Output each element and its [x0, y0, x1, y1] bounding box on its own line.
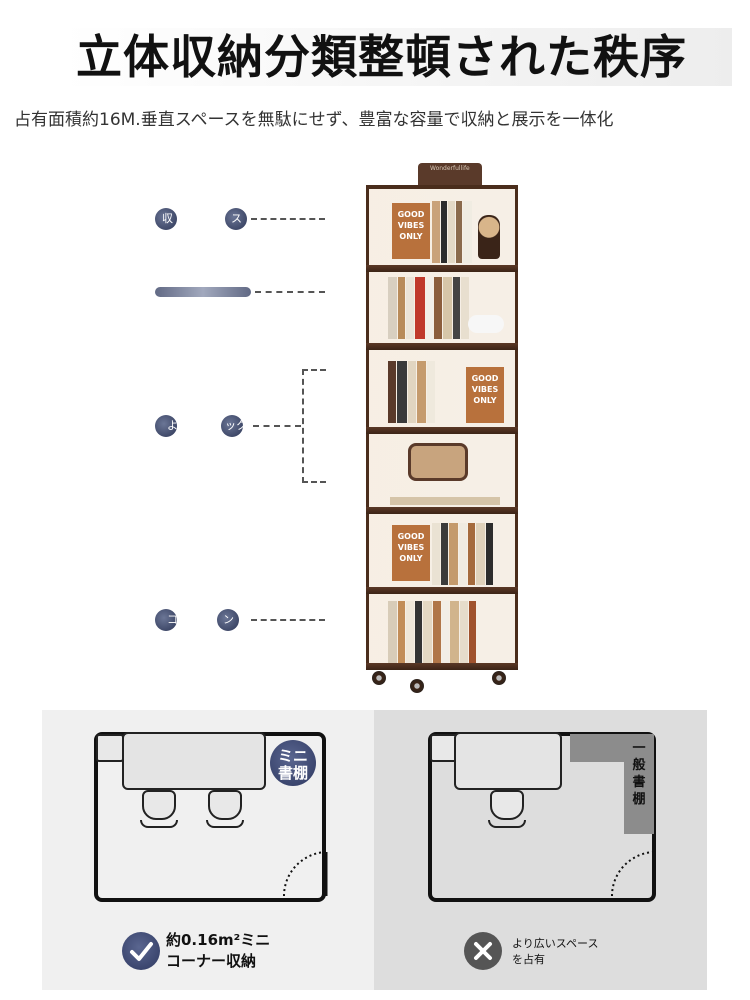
shelf-board — [366, 663, 518, 670]
caster-wheel-icon — [492, 671, 506, 685]
callout-dot-icon — [217, 609, 239, 631]
figurine — [478, 215, 500, 259]
door-swing — [282, 851, 328, 897]
callout-3-bracket-bottom — [302, 481, 326, 483]
caster-wheel-icon — [410, 679, 424, 693]
page-title: 立体収納分類整頓された秩序 — [76, 30, 687, 84]
callout-1-left-text: 収 — [162, 212, 173, 225]
callout-2-bar — [155, 287, 251, 297]
shelf-board — [366, 427, 518, 434]
standard-shelf-label: 一般書棚 — [632, 741, 646, 807]
callout-dot-icon — [225, 208, 247, 230]
book-row — [388, 361, 435, 423]
title-background — [62, 28, 732, 86]
basket-label: Wonderfullife — [430, 165, 470, 172]
x-icon — [464, 932, 502, 970]
callout-dot-icon — [155, 208, 177, 230]
chair — [488, 790, 526, 830]
cloud-decor — [468, 315, 504, 333]
top-basket: Wonderfullife — [418, 163, 482, 189]
callout-2-leader-line — [255, 291, 325, 293]
left-caption-line-1: 約0.16m²ミニ — [166, 931, 271, 949]
page-subtitle: 占有面積約16M.垂直スペースを無駄にせず、豊富な容量で収納と展示を一体化 — [14, 110, 614, 130]
shelf-board — [366, 587, 518, 594]
callout-3-leader-line — [253, 425, 301, 427]
caster-wheel-icon — [372, 671, 386, 685]
callout-3-bracket-top — [302, 369, 326, 371]
left-caption-line-2: コーナー収納 — [166, 952, 257, 970]
chair — [140, 790, 178, 830]
book-row — [388, 277, 469, 339]
radio-decor — [408, 443, 468, 481]
callout-dot-icon — [155, 609, 177, 631]
callout-dot-icon — [221, 415, 243, 437]
desk — [454, 732, 562, 790]
comparison-left-panel: ミニ 書棚 約0.16m²ミニ コーナー収納 — [42, 710, 374, 990]
shelf-poster: GOOD VIBES ONLY — [466, 367, 504, 423]
callout-3-left-text: よ — [167, 419, 178, 432]
standard-shelf-side — [624, 734, 654, 834]
mini-shelf-marker — [270, 740, 316, 786]
right-caption-line-2: を占有 — [512, 953, 545, 966]
callout-1-leader-line — [251, 218, 325, 220]
book-row — [432, 201, 472, 263]
callout-3-right-text: ック — [225, 419, 247, 432]
book-row — [390, 483, 500, 505]
callout-4-right-text: ン — [223, 613, 234, 626]
bookshelf-illustration: Wonderfullife GOOD VIBES ONLY GOOD VIBES… — [366, 163, 518, 693]
chair — [206, 790, 244, 830]
shelf-board — [366, 343, 518, 350]
check-icon — [122, 932, 160, 970]
callout-4-left-text: コ — [167, 613, 178, 626]
comparison-right-panel: 一般書棚 より広いスペース を占有 — [374, 710, 707, 990]
callout-4: コ ン — [155, 609, 330, 635]
shelf-board — [366, 507, 518, 514]
callout-2 — [155, 280, 330, 306]
right-caption-line-1: より広いスペース — [512, 937, 599, 950]
book-row — [432, 523, 493, 585]
mini-shelf-label: ミニ 書棚 — [277, 747, 308, 782]
callout-1: 収 ス — [155, 206, 330, 232]
door-swing — [610, 851, 656, 897]
room-corner-cabinet — [96, 734, 124, 762]
callout-3-bracket — [302, 369, 304, 483]
callout-1-right-text: ス — [231, 212, 242, 225]
desk — [122, 732, 266, 790]
shelf-poster: GOOD VIBES ONLY — [392, 203, 430, 259]
shelf-board — [366, 265, 518, 272]
book-row — [388, 601, 476, 663]
callout-dot-icon — [155, 415, 177, 437]
callout-3: よ ック — [155, 415, 330, 441]
callout-4-leader-line — [251, 619, 325, 621]
shelf-poster: GOOD VIBES ONLY — [392, 525, 430, 581]
